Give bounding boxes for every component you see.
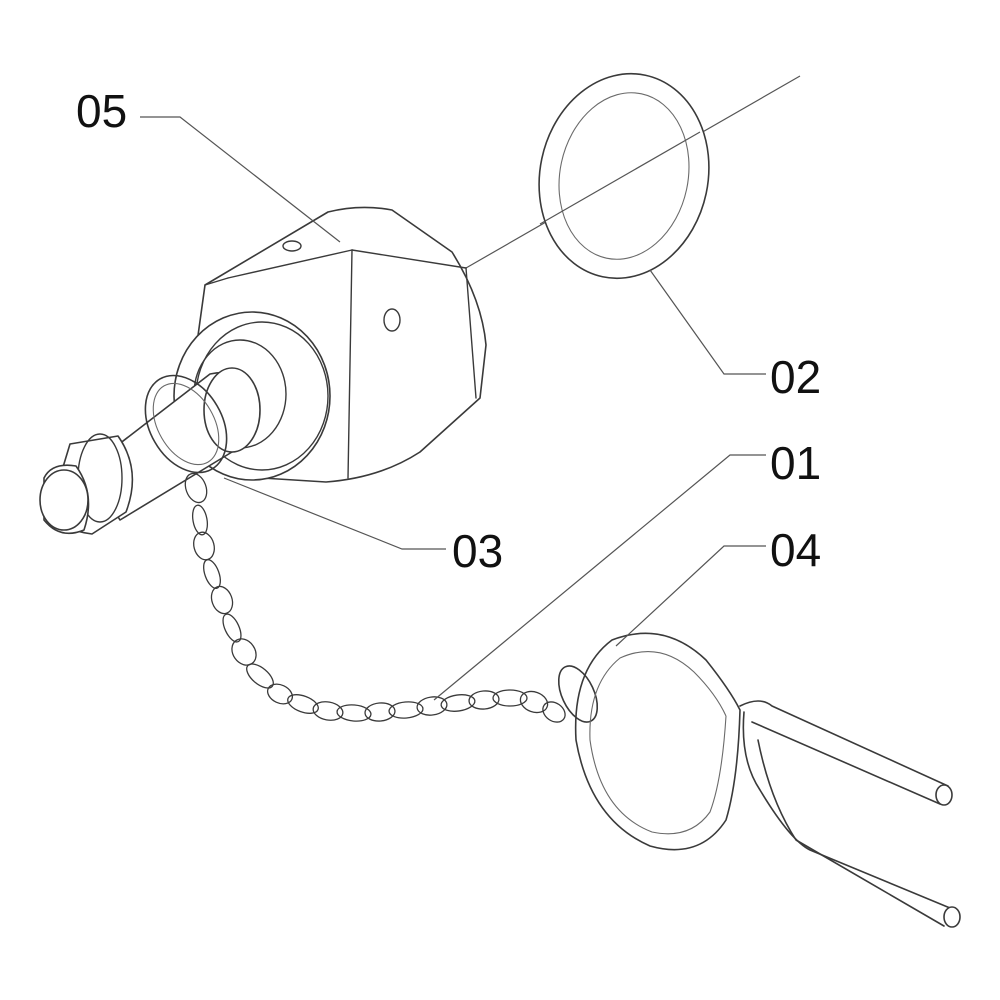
- leader-02: [649, 269, 766, 375]
- label-part-02: 02: [770, 351, 822, 403]
- part-03-split-ring: [144, 374, 228, 474]
- leader-04: [615, 545, 766, 647]
- label-part-03: 03: [452, 525, 504, 577]
- leader-01: [433, 454, 766, 701]
- label-part-04: 04: [770, 524, 822, 576]
- part-04-r-clip: [574, 632, 961, 928]
- part-01-chain: [184, 472, 566, 723]
- leader-05: [140, 116, 341, 243]
- label-part-01: 01: [770, 437, 822, 489]
- leader-03: [223, 477, 446, 550]
- label-part-05: 05: [76, 85, 128, 137]
- part-04-ring-link: [557, 665, 599, 723]
- hose-barb: [39, 367, 261, 535]
